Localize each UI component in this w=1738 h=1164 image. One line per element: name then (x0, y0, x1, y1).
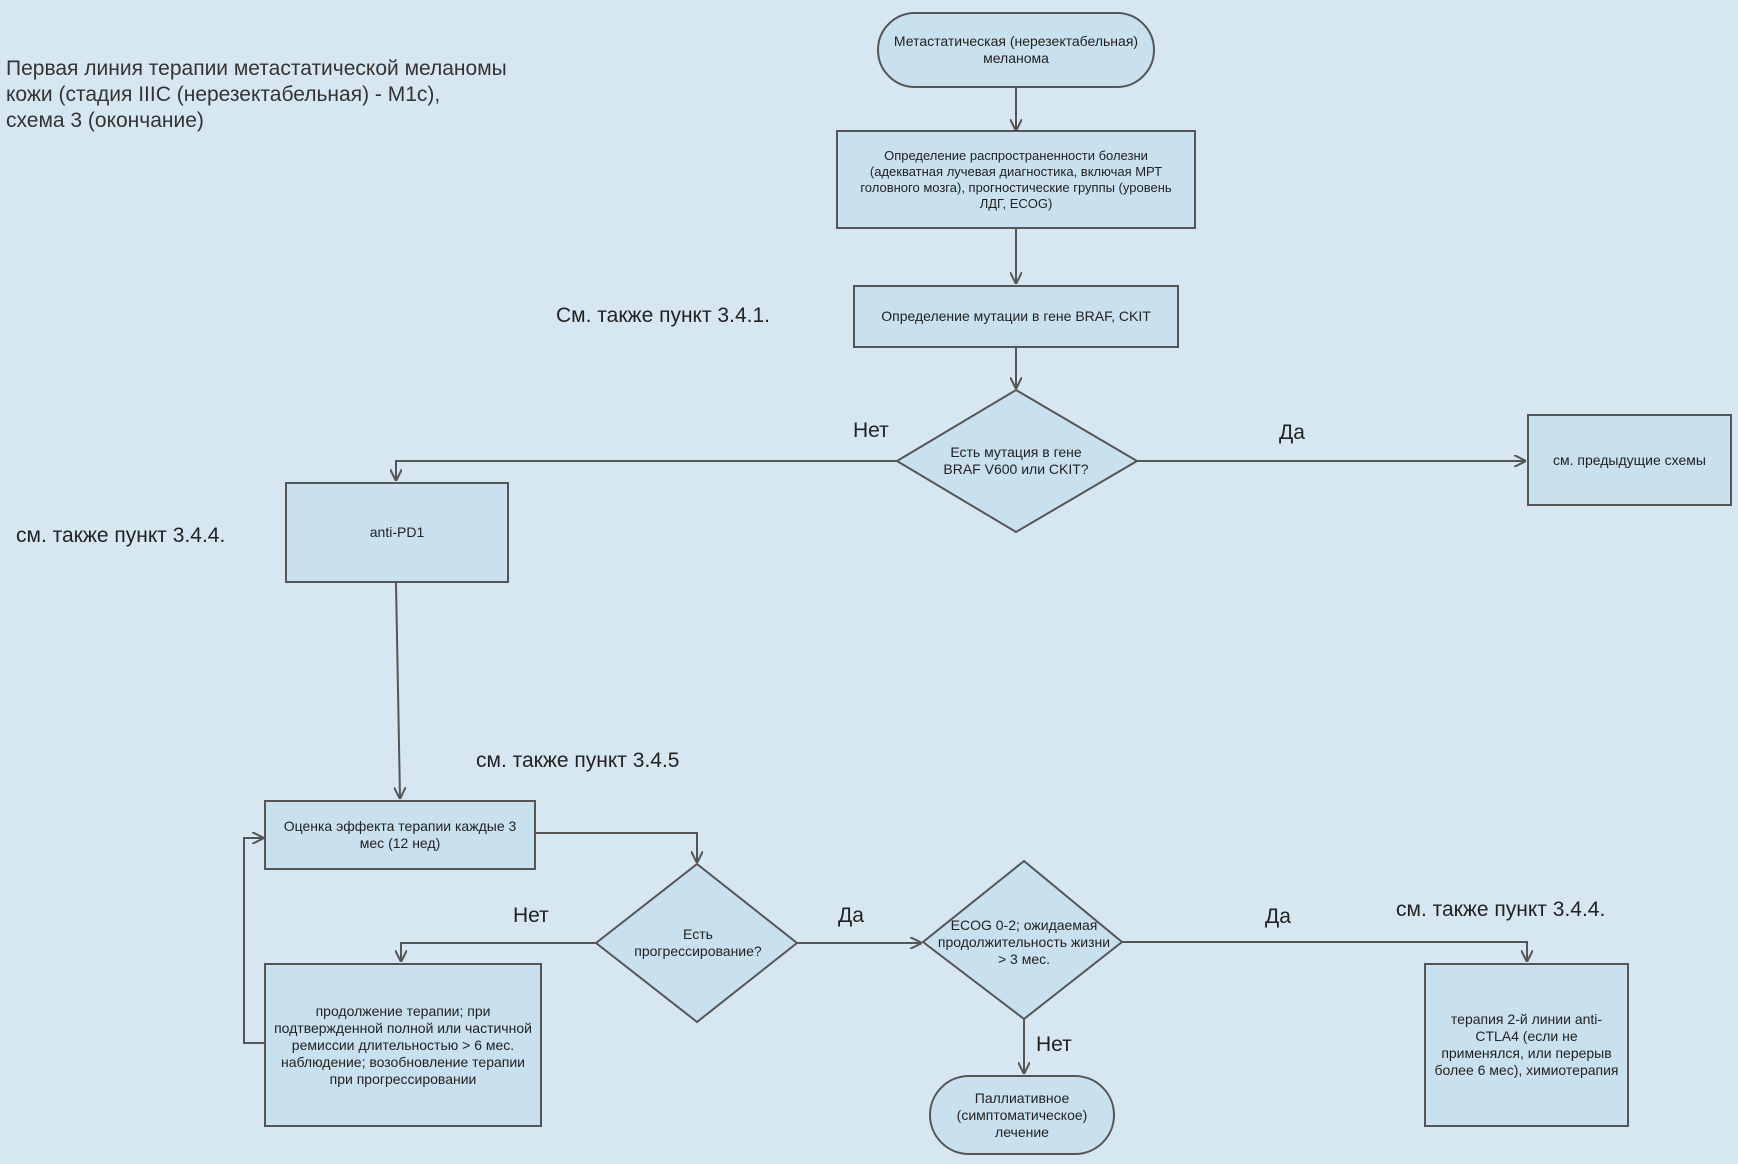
arrow-progression-no (401, 942, 596, 961)
ecog-decision-label: ECOG 0-2; ожидаемая продолжительность жи… (937, 916, 1111, 967)
progression-decision-shape (594, 862, 799, 1024)
arrow-ecog-yes (1122, 941, 1527, 961)
mutation-decision-label: Есть мутация в гене BRAF V600 или CKIT? (943, 444, 1089, 477)
arrow-continue-loop-back (243, 838, 264, 1044)
title-line-3: схема 3 (окончание) (6, 109, 204, 132)
diagram-title: Первая линия терапии метастатической мел… (6, 56, 507, 134)
staging-box: Определение распространенности болезни (… (836, 130, 1196, 229)
edge-label-yes-mutation: Да (1279, 421, 1305, 444)
edge-label-yes-progression: Да (838, 904, 864, 927)
second-line-therapy-box: терапия 2-й линии anti-CTLA4 (если не пр… (1424, 963, 1629, 1127)
edge-label-no-mutation: Нет (853, 419, 889, 442)
progression-decision-label: Есть прогрессирование? (634, 926, 762, 959)
mutation-decision-shape (895, 388, 1139, 534)
evaluation-box: Оценка эффекта терапии каждые 3 мес (12 … (264, 800, 536, 870)
edge-label-yes-ecog: Да (1265, 905, 1291, 928)
previous-schemes-box: см. предыдущие схемы (1527, 414, 1732, 506)
title-line-1: Первая линия терапии метастатической мел… (6, 57, 507, 80)
continue-therapy-box: продолжение терапии; при подтвержденной … (264, 963, 542, 1127)
see-also-3-4-4-right-note: см. также пункт 3.4.4. (1396, 898, 1606, 921)
title-line-2: кожи (стадия IIIC (нерезектабельная) - M… (6, 83, 441, 106)
see-also-3-4-4-left-note: см. также пункт 3.4.4. (16, 524, 226, 547)
see-also-3-4-5-note: см. также пункт 3.4.5 (476, 749, 680, 772)
start-node: Метастатическая (нерезектабельная) мелан… (877, 12, 1155, 88)
mutation-test-box: Определение мутации в гене BRAF, CKIT (853, 285, 1179, 348)
arrow-anti-pd1-to-evaluation (396, 582, 400, 798)
arrow-decision-no (396, 460, 897, 480)
see-also-3-4-1-note: См. также пункт 3.4.1. (556, 304, 770, 327)
arrow-evaluation-to-progression (536, 832, 697, 862)
palliative-node: Паллиативное (симптоматическое) лечение (929, 1075, 1115, 1155)
anti-pd1-box: anti-PD1 (285, 482, 509, 583)
edge-label-no-progression: Нет (513, 904, 549, 927)
edge-label-no-ecog: Нет (1036, 1033, 1072, 1056)
